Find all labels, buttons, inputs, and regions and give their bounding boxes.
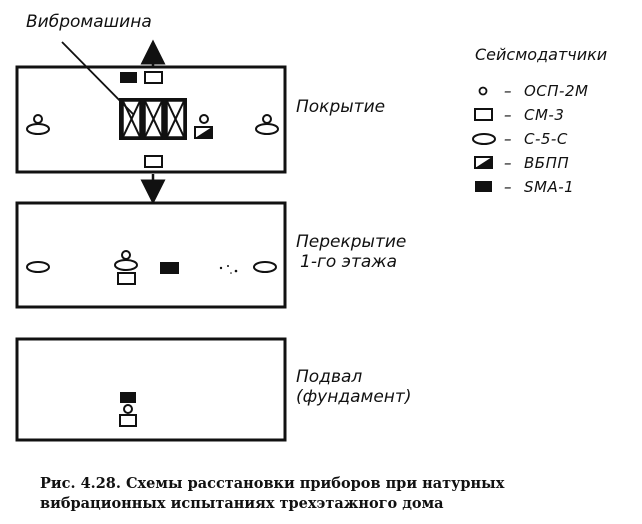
legend-label: ВБПП — [524, 154, 570, 172]
basement-plan — [15, 337, 287, 442]
vibration-machine — [119, 98, 187, 140]
sensor-c5c — [253, 261, 277, 273]
sensor-c5c — [255, 123, 279, 135]
sensor-osp2m — [123, 404, 133, 414]
half-filled-rectangle-icon — [470, 152, 504, 174]
floor-label-line: Перекрытие — [296, 232, 407, 252]
figure-caption: Рис. 4.28. Схемы расстановки приборов пр… — [40, 475, 505, 512]
floor-label-line: Покрытие — [296, 97, 386, 117]
filled-rectangle-icon — [470, 176, 504, 198]
small-circle-icon — [470, 80, 504, 102]
legend-label: SMA-1 — [524, 178, 575, 196]
sensor-vbpp — [194, 126, 213, 139]
legend-item-vbpp: – ВБПП — [470, 152, 569, 174]
floor-label-line: 1-го этажа — [300, 252, 398, 273]
legend-item-cm3: – СМ-3 — [470, 104, 564, 126]
sensor-osp2m — [121, 250, 131, 260]
sensor-sma1 — [160, 262, 179, 274]
sensor-osp2m — [33, 114, 43, 124]
sensor-cm3 — [119, 414, 137, 427]
legend-dash: – — [504, 106, 512, 124]
open-rectangle-icon — [470, 104, 504, 126]
legend-dash: – — [504, 82, 512, 100]
floor-label-line: (фундамент) — [296, 387, 412, 408]
sensor-c5c — [26, 123, 50, 135]
legend-item-sma1: – SMA-1 — [470, 176, 574, 198]
legend-item-c5c: – С-5-С — [470, 128, 568, 150]
floor-label-line: Подвал — [296, 367, 363, 387]
legend-label: ОСП-2М — [524, 82, 589, 100]
legend-dash: – — [504, 154, 512, 172]
legend-title: Сейсмодатчики — [475, 45, 608, 64]
sensor-cm3 — [117, 272, 136, 285]
legend-dash: – — [504, 178, 512, 196]
sensor-osp2m — [262, 114, 272, 124]
sensor-c5c — [26, 261, 50, 273]
sensor-sma1 — [120, 392, 136, 403]
vibration-machine-label: Вибромашина — [26, 12, 152, 32]
roof-plan — [15, 65, 287, 174]
floor-label-basement: Подвал (фундамент) — [296, 367, 411, 408]
scan-specks — [219, 265, 238, 274]
legend-label: С-5-С — [524, 130, 568, 148]
legend-item-osp2m: – ОСП-2М — [470, 80, 588, 102]
open-ellipse-icon — [470, 128, 504, 150]
sensor-c5c — [114, 259, 138, 271]
machine-leader-line — [61, 41, 135, 116]
legend-label: СМ-3 — [524, 106, 565, 124]
floor-label-first-floor: Перекрытие 1-го этажа — [296, 232, 406, 273]
legend-dash: – — [504, 130, 512, 148]
sensor-cm3 — [144, 71, 163, 84]
sensor-osp2m — [199, 114, 209, 124]
sensor-sma1 — [120, 72, 137, 83]
sensor-cm3 — [144, 155, 163, 168]
floor-label-roof: Покрытие — [296, 97, 385, 117]
first-floor-plan — [15, 201, 287, 309]
